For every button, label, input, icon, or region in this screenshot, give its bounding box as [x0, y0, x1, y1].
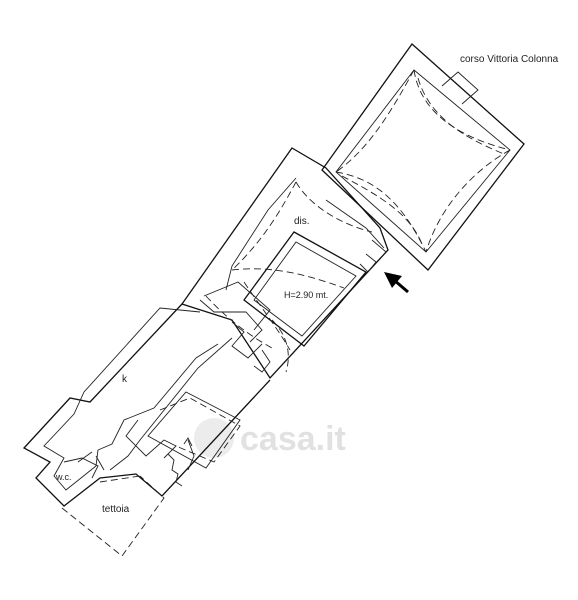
- front-vault-left: [335, 171, 427, 253]
- hall-vault-c: [231, 268, 345, 289]
- watermark: casa.it: [194, 418, 346, 458]
- wc-jamb: [95, 455, 105, 471]
- canopy-outline: [61, 475, 165, 557]
- entrance-threshold: [371, 239, 387, 253]
- canopy-edge: [99, 475, 141, 483]
- hall-vault-a: [295, 181, 373, 233]
- front-vault-diag-b: [341, 175, 423, 245]
- watermark-text: casa.it: [240, 420, 346, 458]
- central-room-inner: [253, 241, 357, 337]
- wc-wall: [63, 457, 99, 479]
- wc-door: [77, 451, 93, 463]
- rear-wing-outer: [22, 303, 271, 507]
- bathroom-label: w.c.: [55, 472, 72, 482]
- hall-label: dis.: [294, 216, 310, 227]
- hall-left-wall: [225, 177, 297, 291]
- central-room-outline: [243, 231, 368, 347]
- stair-room-outline: [147, 391, 241, 469]
- passage-vault-c: [271, 319, 289, 373]
- canopy-label: tettoia: [102, 504, 130, 515]
- passage-wall-c: [231, 321, 263, 359]
- entrance-jamb: [359, 253, 377, 273]
- passage-vault-a: [205, 295, 273, 349]
- stair-overhead: [159, 397, 241, 463]
- kitchen-label: k: [122, 374, 128, 385]
- middle-block-outline: [180, 147, 389, 380]
- front-vault-right: [413, 69, 511, 151]
- kitchen-partition: [95, 343, 219, 467]
- interior-walls: [63, 177, 387, 487]
- stair-arrow-head: [183, 437, 193, 447]
- front-room-inner: [335, 69, 511, 253]
- room-labels: corso Vittoria Colonna dis. H=2.90 mt. k…: [55, 54, 559, 515]
- hall-right-wall: [325, 199, 385, 249]
- street-label: corso Vittoria Colonna: [460, 54, 559, 65]
- front-room-notch: [441, 71, 479, 105]
- hall-vault-b: [231, 181, 297, 271]
- front-room-outline: [321, 43, 525, 271]
- rear-wing-inner-left: [43, 307, 201, 491]
- passage-wall-b: [199, 299, 263, 343]
- arrow-up-left-icon: [384, 272, 409, 294]
- stair-arrow: [187, 439, 195, 471]
- room-height-label: H=2.90 mt.: [284, 290, 328, 300]
- front-vault-diag-a: [417, 77, 505, 155]
- front-vault-bottom: [425, 149, 511, 253]
- kitchen-inner-wall: [109, 337, 233, 471]
- front-vault-top: [335, 69, 415, 173]
- passage-wall-a: [203, 281, 271, 331]
- kitchen-right-wall: [253, 349, 271, 373]
- stair-room-walls: [125, 419, 177, 459]
- stair-treads: [167, 453, 183, 487]
- dashed-lines: [61, 69, 511, 557]
